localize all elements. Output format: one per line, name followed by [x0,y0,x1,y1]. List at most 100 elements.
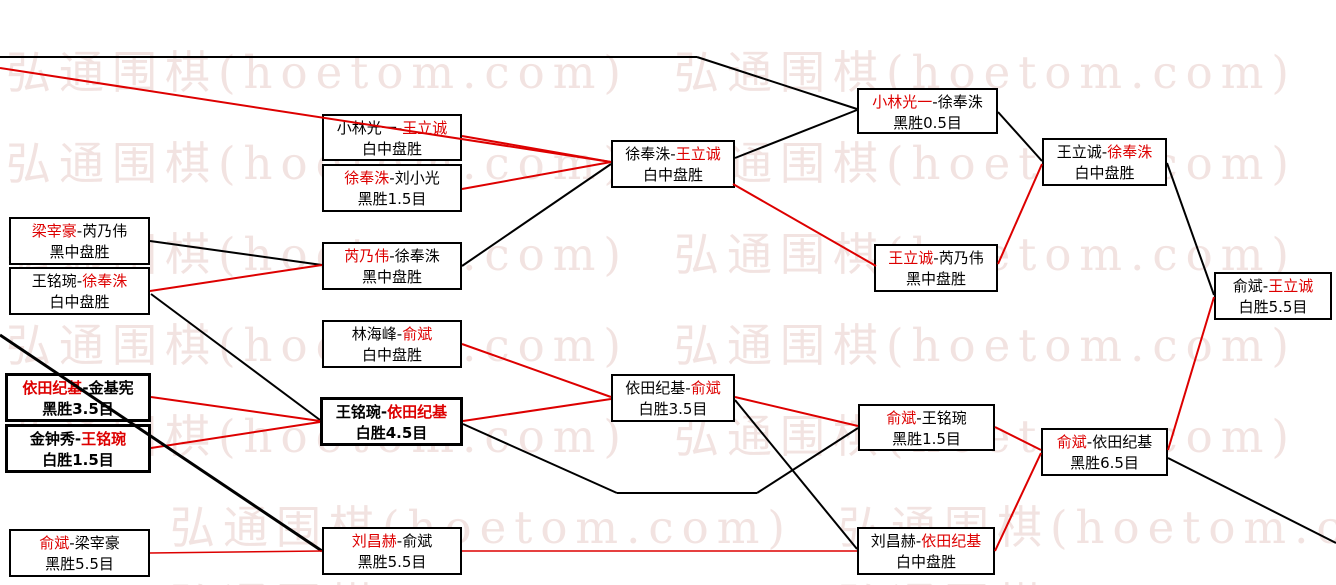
vs-separator: - [76,272,83,290]
player2-name: 王立诚 [1268,277,1314,295]
match-box-A3[interactable]: 依田纪基-金基宪黑胜3.5目 [5,373,151,422]
vs-separator: - [670,145,676,163]
player1-name: 俞斌 [1232,277,1263,295]
match-box-B6[interactable]: 刘昌赫-俞斌黑胜5.5目 [322,527,462,575]
player1-name: 小林光一 [336,119,397,137]
player2-name: 徐奉洙 [82,272,128,290]
result-text: 白中盘胜 [895,553,956,571]
match-box-A2[interactable]: 王铭琬-徐奉洙白中盘胜 [9,267,150,315]
players-line: 小林光一-徐奉洙 [859,92,996,113]
result-text: 黑胜6.5目 [1070,454,1139,472]
match-box-A4[interactable]: 金钟秀-王铭琬白胜1.5目 [5,424,151,473]
player2-name: 王立诚 [402,119,448,137]
match-box-C1[interactable]: 徐奉洙-王立诚白中盘胜 [611,140,735,188]
player2-name: 金基宪 [88,379,134,397]
player2-name: 徐奉洙 [1107,143,1153,161]
vs-separator: - [396,532,403,550]
result-text: 黑胜5.5目 [357,553,427,571]
players-line: 王铭琬-徐奉洙 [11,271,148,292]
result-text: 黑胜3.5目 [42,400,114,418]
player1-name: 金钟秀 [29,430,75,448]
result-text: 白中盘胜 [49,293,110,311]
players-line: 依田纪基-金基宪 [8,378,148,399]
result-text: 黑胜1.5目 [892,430,961,448]
player2-name: 芮乃伟 [82,222,128,240]
vs-separator: - [389,247,395,265]
player2-name: 徐奉洙 [937,93,983,111]
player1-name: 小林光一 [872,93,933,111]
player2-name: 依田纪基 [921,532,982,550]
match-box-B5[interactable]: 王铭琬-依田纪基白胜4.5目 [320,397,463,446]
match-box-B2[interactable]: 徐奉洙-刘小光黑胜1.5目 [322,164,462,212]
player2-name: 刘小光 [394,169,440,187]
player1-name: 刘昌赫 [351,532,397,550]
result-text: 白胜3.5目 [638,400,708,418]
players-line: 梁宰豪-芮乃伟 [11,221,148,242]
player2-name: 俞斌 [690,379,721,397]
match-box-B3[interactable]: 芮乃伟-徐奉洙黑中盘胜 [322,242,462,290]
player2-name: 俞斌 [402,532,433,550]
players-line: 刘昌赫-依田纪基 [859,531,993,552]
players-line: 刘昌赫-俞斌 [324,531,460,552]
result-text: 黑胜5.5目 [45,555,114,573]
players-line: 徐奉洙-刘小光 [324,168,460,189]
vs-separator: - [396,325,403,343]
players-line: 俞斌-王立诚 [1216,276,1330,297]
match-box-A1[interactable]: 梁宰豪-芮乃伟黑中盘胜 [9,217,150,265]
players-line: 林海峰-俞斌 [324,324,460,345]
player1-name: 徐奉洙 [625,145,671,163]
player1-name: 依田纪基 [22,379,83,397]
player1-name: 俞斌 [886,409,917,427]
player1-name: 俞斌 [1056,433,1087,451]
players-line: 俞斌-王铭琬 [860,408,993,429]
match-box-B1[interactable]: 小林光一-王立诚白中盘胜 [322,114,462,161]
players-line: 小林光一-王立诚 [324,118,460,139]
match-box-A5[interactable]: 俞斌-梁宰豪黑胜5.5目 [9,529,150,577]
player1-name: 刘昌赫 [870,532,916,550]
result-text: 白中盘胜 [1074,164,1135,182]
match-box-D3[interactable]: 俞斌-王铭琬黑胜1.5目 [858,404,995,451]
vs-separator: - [916,409,922,427]
watermark-text: 弘通围棋(hoetom.com) [170,568,793,585]
player2-name: 依田纪基 [387,403,448,421]
player1-name: 王铭琬 [31,272,77,290]
player2-name: 梁宰豪 [74,534,120,552]
player1-name: 芮乃伟 [344,247,390,265]
match-box-F1[interactable]: 俞斌-王立诚白胜5.5目 [1214,272,1332,320]
vs-separator: - [932,93,938,111]
players-line: 依田纪基-俞斌 [613,378,733,399]
vs-separator: - [76,222,83,240]
match-box-C2[interactable]: 依田纪基-俞斌白胜3.5目 [611,374,735,422]
result-text: 白胜4.5目 [355,424,428,442]
players-line: 王立诚-芮乃伟 [876,248,996,269]
player1-name: 俞斌 [39,534,70,552]
players-line: 金钟秀-王铭琬 [8,429,148,450]
result-text: 黑中盘胜 [361,268,422,286]
players-line: 王铭琬-依田纪基 [323,402,460,423]
watermark-text: 弘通围棋(hoetom.com) [838,568,1336,585]
player2-name: 徐奉洙 [394,247,440,265]
vs-separator: - [1086,433,1093,451]
match-box-B4[interactable]: 林海峰-俞斌白中盘胜 [322,320,462,368]
result-text: 黑胜1.5目 [357,190,427,208]
vs-separator: - [380,403,388,421]
result-text: 黑胜0.5目 [893,114,962,132]
vs-separator: - [933,249,939,267]
match-box-D1[interactable]: 小林光一-徐奉洙黑胜0.5目 [857,88,998,134]
player2-name: 芮乃伟 [938,249,984,267]
vs-separator: - [685,379,691,397]
player2-name: 王立诚 [675,145,721,163]
player2-name: 王铭琬 [921,409,967,427]
player1-name: 梁宰豪 [31,222,77,240]
vs-separator: - [915,532,922,550]
match-box-E1[interactable]: 王立诚-徐奉洙白中盘胜 [1042,138,1167,186]
vs-separator: - [1101,143,1108,161]
players-line: 俞斌-依田纪基 [1043,432,1166,453]
match-box-E2[interactable]: 俞斌-依田纪基黑胜6.5目 [1041,428,1168,476]
match-box-D4[interactable]: 刘昌赫-依田纪基白中盘胜 [857,527,995,575]
player1-name: 依田纪基 [625,379,686,397]
result-text: 白中盘胜 [361,140,422,158]
players-line: 王立诚-徐奉洙 [1044,142,1165,163]
match-box-D2[interactable]: 王立诚-芮乃伟黑中盘胜 [874,244,998,292]
